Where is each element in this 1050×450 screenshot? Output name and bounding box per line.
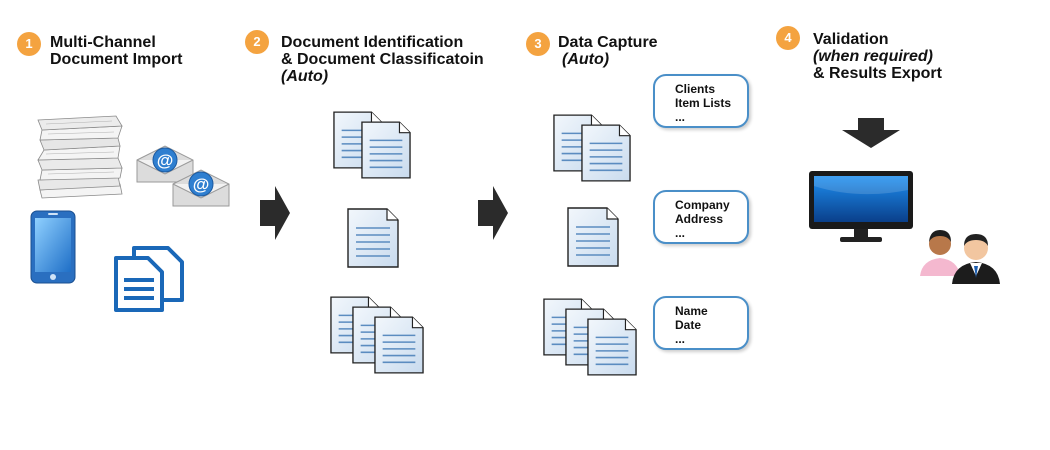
callout-bubble-2: Company Address ... bbox=[653, 190, 749, 244]
step-3-title-line1: Data Capture bbox=[558, 34, 658, 51]
step-2-title-line2: & Document Classificatoin bbox=[281, 51, 484, 68]
document-icon-e bbox=[567, 207, 619, 267]
step-1-badge: 1 bbox=[17, 32, 41, 56]
step-1-title: Multi-Channel Document Import bbox=[50, 34, 182, 68]
document-icon-b bbox=[347, 208, 399, 268]
step-4-title-line3: & Results Export bbox=[813, 65, 942, 82]
callout-1-line3: ... bbox=[675, 110, 686, 124]
arrow-icon-1 bbox=[260, 186, 290, 240]
arrow-icon-2 bbox=[478, 186, 508, 240]
callout-3-line1: Name bbox=[675, 304, 708, 318]
step-4-title-line1: Validation bbox=[813, 31, 889, 48]
documents-icon bbox=[114, 246, 184, 312]
email-icon: @ @ bbox=[136, 145, 230, 207]
callout-1-line2: Item Lists bbox=[675, 96, 732, 110]
down-arrow-icon bbox=[842, 118, 900, 148]
paper-stack-icon bbox=[37, 115, 123, 199]
step-2-title-line1: Document Identification bbox=[281, 34, 464, 51]
callout-3-line3: ... bbox=[675, 332, 686, 346]
callout-2-line3: ... bbox=[675, 226, 686, 240]
document-stack-icon-d bbox=[553, 114, 631, 182]
step-1-title-line2: Document Import bbox=[50, 51, 183, 68]
callout-bubble-3: Name Date ... bbox=[653, 296, 749, 350]
monitor-icon bbox=[809, 171, 913, 242]
users-icon bbox=[920, 230, 1000, 284]
callout-bubble-1: Clients Item Lists ... bbox=[653, 74, 749, 128]
callout-1-line1: Clients bbox=[675, 82, 716, 96]
step-3-title: Data Capture (Auto) bbox=[558, 34, 658, 68]
smartphone-icon bbox=[30, 210, 76, 284]
step-3-badge: 3 bbox=[526, 32, 550, 56]
callout-2-line2: Address bbox=[675, 212, 724, 226]
document-stack-icon-c bbox=[330, 296, 424, 374]
document-stack-icon-f bbox=[543, 298, 637, 376]
callout-2-line1: Company bbox=[675, 198, 730, 212]
step-4-badge: 4 bbox=[776, 26, 800, 50]
step-2-title-line3: (Auto) bbox=[281, 68, 329, 85]
step-3-title-line2: (Auto) bbox=[562, 51, 610, 68]
svg-text:@: @ bbox=[157, 151, 174, 170]
svg-text:@: @ bbox=[193, 175, 210, 194]
step-2-badge: 2 bbox=[245, 30, 269, 54]
step-4-title-line2: (when required) bbox=[813, 48, 934, 65]
step-4-title: Validation (when required) & Results Exp… bbox=[813, 31, 942, 82]
document-stack-icon-a bbox=[333, 111, 411, 179]
callout-3-line2: Date bbox=[675, 318, 702, 332]
step-1-title-line1: Multi-Channel bbox=[50, 34, 156, 51]
step-2-title: Document Identification & Document Class… bbox=[281, 34, 484, 85]
